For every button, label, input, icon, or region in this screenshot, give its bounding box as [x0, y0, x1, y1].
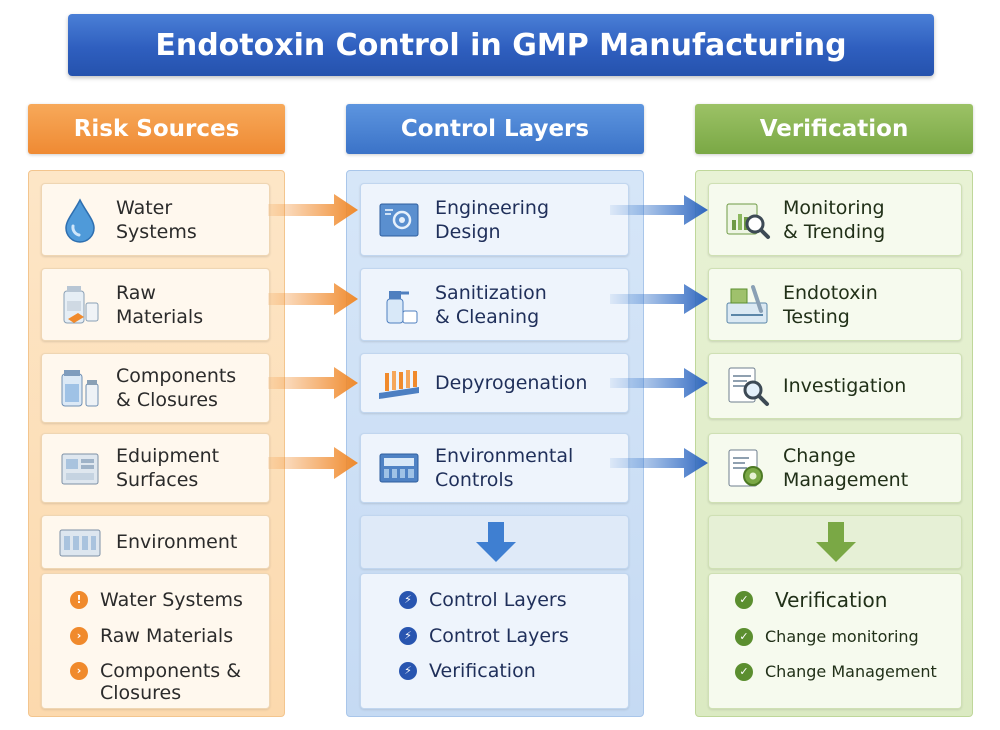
verification-card-endotoxin-testing: Endotoxin Testing — [708, 268, 962, 341]
verification-card-monitoring: Monitoring & Trending — [708, 183, 962, 256]
bullet-icon: ⚡ — [399, 662, 417, 680]
cleanroom-icon — [59, 529, 101, 557]
risk-label: Environment — [116, 531, 238, 553]
verification-card-change-management: Change Management — [708, 433, 962, 503]
risk-summary-list: ! Water Systems › Raw Materials › Compon… — [41, 573, 270, 709]
oven-rack-icon — [379, 370, 419, 399]
verification-label: Investigation — [783, 375, 907, 397]
equipment-icon — [61, 453, 99, 485]
check-icon: ✓ — [735, 663, 753, 681]
list-item: ⚡ Verification — [399, 660, 536, 682]
risk-card-equipment-surfaces: Eduipment Surfaces — [41, 433, 270, 503]
list-item: ✓ Change monitoring — [735, 626, 919, 648]
list-item: ✓ Verification — [735, 589, 887, 611]
check-icon: ✓ — [735, 628, 753, 646]
risk-label: Eduipment Surfaces — [116, 445, 220, 491]
risk-label: Water Systems — [116, 196, 197, 243]
bullet-icon: ! — [70, 591, 88, 609]
control-card-sanitization-cleaning: Sanitization & Cleaning — [360, 268, 629, 341]
magnifier-chart-icon — [726, 203, 770, 239]
vials-icon — [61, 370, 99, 407]
risk-card-raw-materials: Raw Materials — [41, 268, 270, 341]
bullet-icon: › — [70, 627, 88, 645]
test-kit-icon — [726, 284, 768, 323]
blueprint-icon — [379, 203, 419, 236]
bullet-icon: ⚡ — [399, 627, 417, 645]
bullet-icon: ⚡ — [399, 591, 417, 609]
arrow-right-icon — [268, 447, 358, 479]
verification-summary-list: ✓ Verification ✓ Change monitoring ✓ Cha… — [708, 573, 962, 709]
check-icon: ✓ — [735, 591, 753, 609]
list-item: › Components & Closures — [70, 660, 241, 704]
risk-label: Raw Materials — [116, 281, 204, 328]
down-arrow-icon — [816, 522, 856, 562]
list-item: ⚡ Controt Layers — [399, 625, 569, 647]
list-item: ⚡ Control Layers — [399, 589, 567, 611]
spray-bottle-icon — [386, 290, 418, 323]
control-label: Sanitization & Cleaning — [435, 281, 547, 328]
verification-header: Verification — [695, 104, 973, 154]
down-arrow-icon — [476, 522, 516, 562]
control-summary-list: ⚡ Control Layers ⚡ Controt Layers ⚡ Veri… — [360, 573, 629, 709]
control-card-environmental-controls: Environmental Controls — [360, 433, 629, 503]
water-drop-icon — [65, 197, 95, 243]
arrow-right-icon — [610, 368, 708, 398]
arrow-right-icon — [268, 367, 358, 399]
control-panel-icon — [379, 453, 419, 483]
risk-card-components-closures: Components & Closures — [41, 353, 270, 423]
risk-card-environment: Environment — [41, 515, 270, 569]
arrow-right-icon — [268, 283, 358, 315]
control-label: Depyrogenation — [435, 372, 588, 394]
bullet-icon: › — [70, 662, 88, 680]
arrow-right-icon — [610, 284, 708, 314]
risk-sources-header: Risk Sources — [28, 104, 285, 154]
risk-card-water-systems: Water Systems — [41, 183, 270, 256]
verification-label: Monitoring & Trending — [783, 196, 886, 243]
control-card-depyrogenation: Depyrogenation — [360, 353, 629, 413]
list-item: ✓ Change Management — [735, 661, 937, 683]
control-card-engineering-design: Engineering Design — [360, 183, 629, 256]
control-label: Environmental Controls — [435, 445, 574, 491]
risk-label: Components & Closures — [116, 365, 237, 411]
control-label: Engineering Design — [435, 196, 549, 243]
control-layers-header: Control Layers — [346, 104, 644, 154]
arrow-right-icon — [610, 448, 708, 478]
list-item: › Raw Materials — [70, 625, 233, 647]
arrow-right-icon — [610, 195, 708, 225]
bottles-icon — [63, 285, 99, 323]
verification-label: Change Management — [783, 445, 909, 491]
verification-card-investigation: Investigation — [708, 353, 962, 419]
document-magnifier-icon — [728, 367, 769, 406]
document-gear-icon — [728, 449, 763, 487]
arrow-right-icon — [268, 194, 358, 226]
verification-transition-box — [708, 515, 962, 569]
verification-label: Endotoxin Testing — [783, 281, 878, 328]
list-item: ! Water Systems — [70, 589, 243, 611]
control-transition-box — [360, 515, 629, 569]
page-title: Endotoxin Control in GMP Manufacturing — [68, 14, 934, 76]
